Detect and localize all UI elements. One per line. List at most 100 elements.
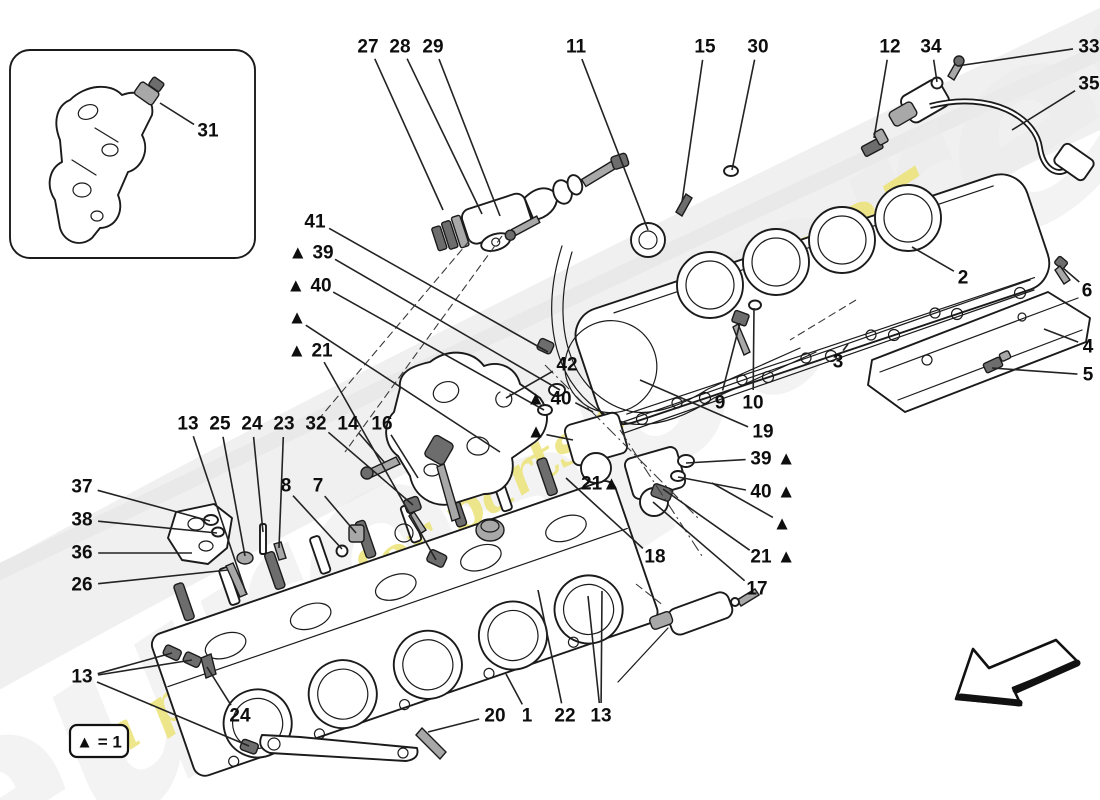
leader-line-12-6 [873,59,888,139]
leader-line-26-27 [98,569,229,585]
leader-line-▲-36 [546,433,574,441]
callout-8-22: 8 [281,476,292,497]
callout-29-2: 29 [422,37,443,58]
leader-line-14-20 [358,432,386,464]
o-ring [394,523,414,543]
stud-26 [225,562,248,598]
leader-line-24-17 [252,436,264,533]
plate-screw-6 [1054,255,1071,285]
callout-42-34: 42 [556,355,577,376]
washer-39L [548,383,566,397]
callout-1-31: 1 [522,706,533,727]
oil-rail-art [599,279,1035,441]
callout-23-18: 23 [273,414,294,435]
callout-13-15: 13 [177,414,198,435]
callout-10-41: 10 [742,393,763,414]
leader-line-19-42 [639,379,749,428]
callout-19-42: 19 [752,422,773,443]
leader-line-41-10 [328,227,549,353]
washer-40L [537,404,553,416]
callout-24-17: 24 [241,414,263,435]
leader-line-23-18 [278,436,285,549]
cylinder-head-art [150,441,659,777]
cover-washer [723,165,739,177]
leader-line-20-30 [427,718,480,733]
leader-line-21▲-46 [662,488,751,551]
callout-26-27: 26 [71,575,92,596]
legend-box: ▲ = 1 [68,723,130,759]
callout-6-48: 6 [1082,281,1093,302]
direction-arrow[interactable] [954,638,1081,707]
washer-39R [677,454,695,468]
leader-line-25-16 [222,436,246,557]
callout-21▲-46: 21 ▲ [750,547,795,568]
callout-▲40-35: ▲ 40 [526,389,571,410]
callout-38-25: 38 [71,510,92,531]
leader-line-▲40-12 [332,291,545,411]
leader-line-38-25 [98,520,218,534]
rail-washer [748,299,762,311]
leader-line-29-2 [438,58,501,217]
callout-21▲-37: 21▲ [581,474,621,495]
callout-9-40: 9 [715,393,726,414]
callout-▲-13: ▲ [288,308,307,329]
callout-▲40-12: ▲ 40 [286,276,331,297]
clip-42 [495,391,513,408]
leader-line-30-5 [731,59,756,171]
leader-line-13-28 [96,681,250,747]
leader-line-16-21 [390,434,419,479]
leader-line-18-38 [565,477,644,549]
leader-line-10-41 [752,307,755,391]
callout-17-39: 17 [746,579,767,600]
callout-22-32: 22 [554,706,575,727]
leader-line-27-0 [374,58,444,211]
plate-screw-5 [982,350,1012,374]
leader-line-13-33 [600,590,603,704]
leader-line-9-40 [721,322,741,391]
construction-lines [317,235,857,607]
leader-line-13-28 [97,652,173,675]
leader-line-13-33 [587,595,601,704]
cam-caps-art [424,411,695,542]
callout-4-50: 4 [1083,337,1094,358]
callout-27-0: 27 [357,37,378,58]
leader-line-13-28 [97,659,193,676]
callout-24-29: 24 [229,706,251,727]
stud-24 [200,653,217,679]
callout-15-4: 15 [694,37,716,58]
leader-line-34-7 [932,59,938,83]
callout-13-33: 13 [590,706,611,727]
leader-line-24-29 [206,666,232,706]
bushing-13a [162,644,182,661]
bushing-13c [239,738,260,755]
cable-connector [1053,142,1095,182]
head-lower-bracket [259,734,419,762]
cover-ports [676,184,942,319]
cap-bolt-18 [424,434,461,522]
callout-▲-36: ▲ [527,422,546,443]
leader-line-11-3 [581,58,649,231]
callout-20-30: 20 [484,706,505,727]
cam-cap-1 [564,411,628,484]
callout-▲-45: ▲ [773,514,792,535]
callout-39▲-43: 39 ▲ [750,449,795,470]
leader-line-33-8 [956,48,1074,67]
bushing-13b [182,651,202,668]
callout-7-23: 7 [313,476,324,497]
leader-line-8-22 [292,495,343,550]
bottom-sensor-art [617,588,760,683]
callout-18-38: 18 [644,547,665,568]
cover-gasket-art [551,245,817,426]
leader-line-7-23 [324,495,357,534]
callout-3-49: 3 [833,352,844,373]
callout-11-3: 11 [566,37,587,58]
callout-13-28: 13 [71,667,92,688]
leader-line-▲40-35 [574,401,594,413]
leader-line-4-50 [1043,328,1079,343]
leader-line-3-49 [842,343,849,352]
callout-30-5: 30 [747,37,768,58]
leader-line-▲-45 [711,482,774,519]
leader-line-▲39-11 [334,258,561,391]
leader-line-▲21-14 [323,361,437,561]
